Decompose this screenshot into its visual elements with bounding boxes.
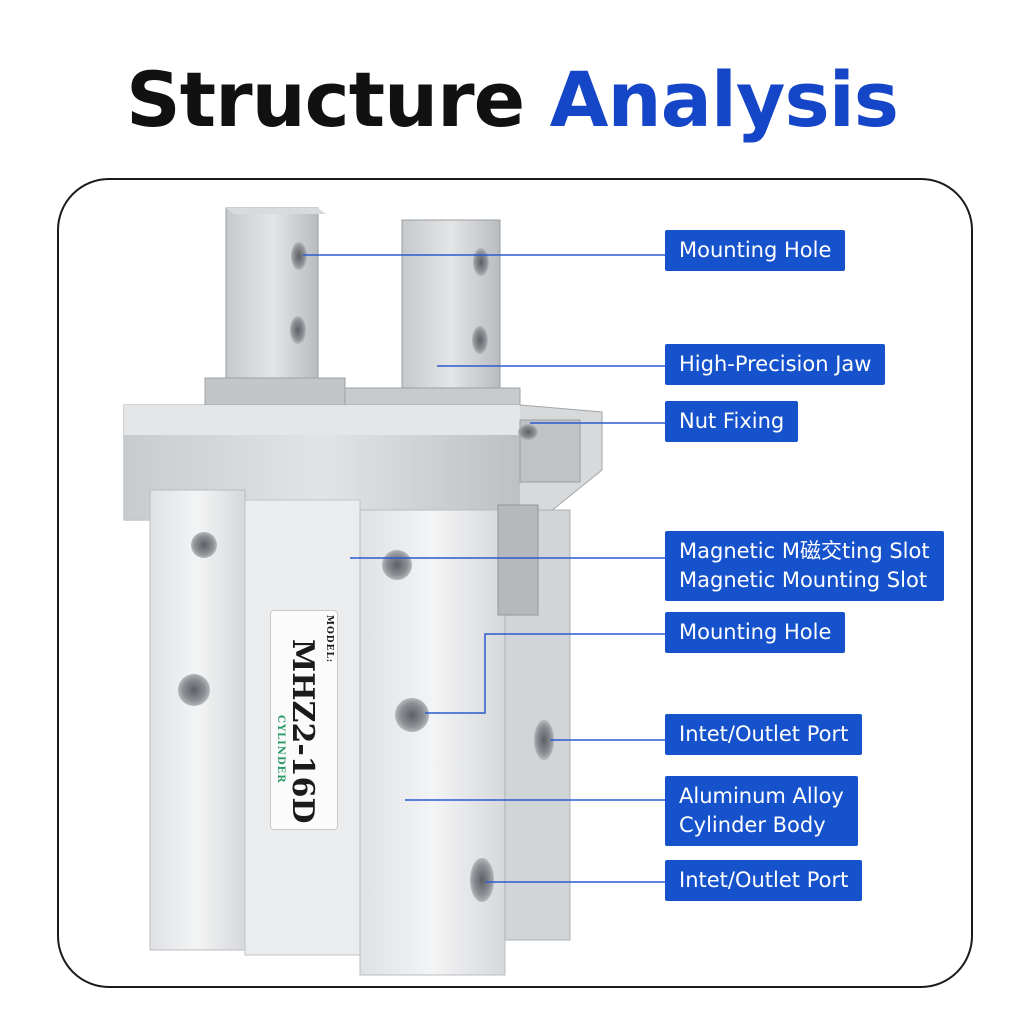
callout-magnetic-mounting-slot: Magnetic M磁交ting Slot Magnetic Mounting … <box>665 531 944 601</box>
callout-inlet-outlet-port-bottom: Intet/Outlet Port <box>665 860 863 901</box>
callout-aluminum-alloy-body: Aluminum Alloy Cylinder Body <box>665 776 858 846</box>
nut-fixing-icon <box>518 424 538 440</box>
callout-mounting-hole-top: Mounting Hole <box>665 230 846 271</box>
cylinder-body <box>149 489 571 976</box>
title-word-analysis: Analysis <box>549 55 899 144</box>
callout-high-precision-jaw: High-Precision Jaw <box>665 344 886 385</box>
callout-text: Nut Fixing <box>679 409 785 433</box>
callout-nut-fixing: Nut Fixing <box>665 401 799 442</box>
model-label-plate: MODEL: MHZ2-16D CYLINDER <box>270 610 338 830</box>
jaw-left <box>225 207 326 409</box>
callout-text: Magnetic M磁交ting Slot <box>679 539 930 563</box>
callout-text: High-Precision Jaw <box>679 352 872 376</box>
title-word-structure: Structure <box>126 55 525 144</box>
callout-text: Magnetic Mounting Slot <box>679 568 928 592</box>
callout-text: Intet/Outlet Port <box>679 868 849 892</box>
label-brand: CYLINDER <box>275 715 286 784</box>
callout-text: Aluminum Alloy <box>679 784 844 808</box>
callout-mounting-hole-side: Mounting Hole <box>665 612 846 653</box>
label-model-prefix: MODEL: <box>324 615 334 664</box>
callout-text: Mounting Hole <box>679 238 832 262</box>
page-title: Structure Analysis <box>0 62 1024 138</box>
callout-text: Cylinder Body <box>679 813 826 837</box>
callout-inlet-outlet-port-top: Intet/Outlet Port <box>665 714 863 755</box>
leader-lines <box>303 254 665 883</box>
callout-text: Mounting Hole <box>679 620 832 644</box>
magnetic-slot <box>497 504 539 616</box>
callout-text: Intet/Outlet Port <box>679 722 849 746</box>
label-model-number: MHZ2-16D <box>285 639 320 824</box>
